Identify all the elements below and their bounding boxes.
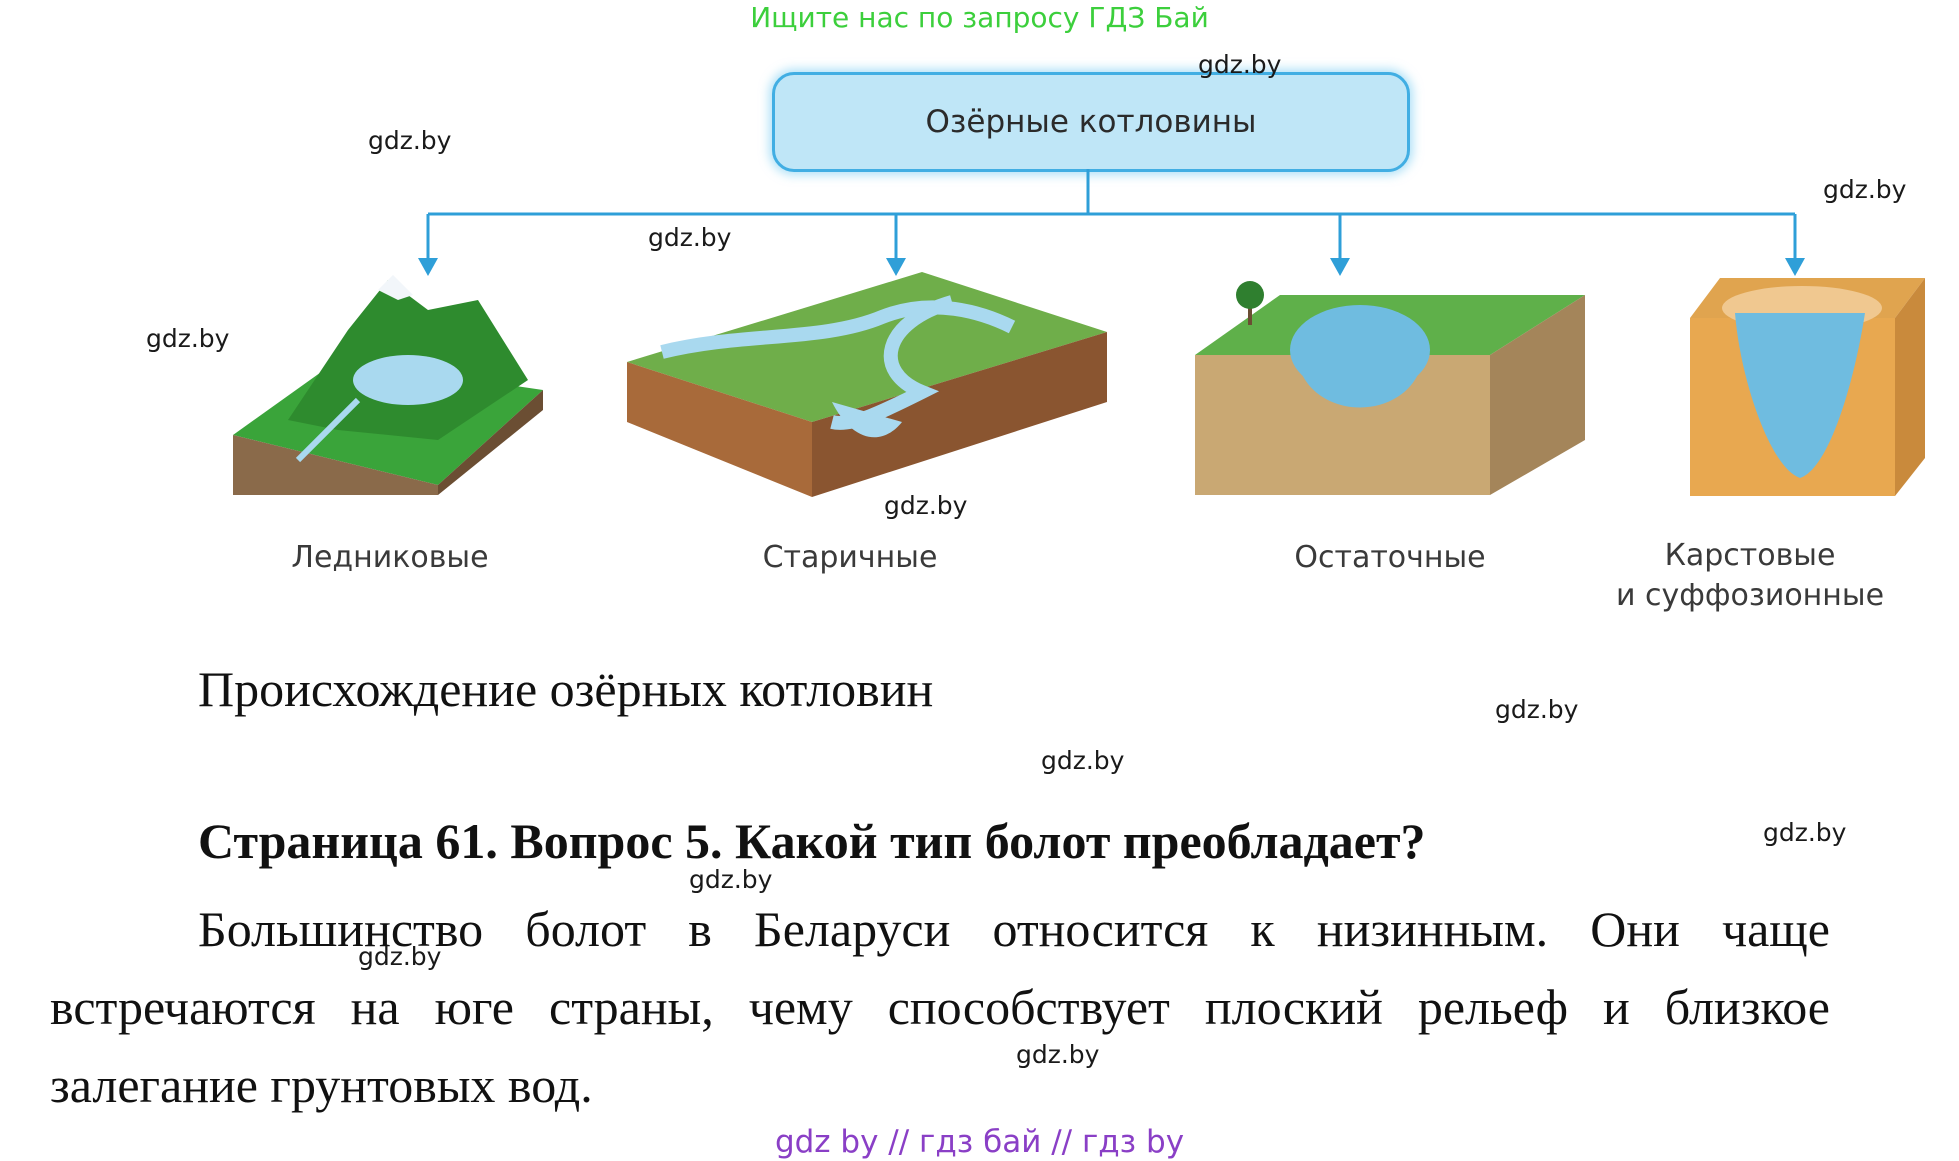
diagram-root-label: Озёрные котловины xyxy=(925,104,1257,140)
watermark: gdz.by xyxy=(1198,50,1282,79)
diagram-connectors xyxy=(418,169,1805,276)
watermark: gdz.by xyxy=(1763,818,1847,847)
watermark: gdz.by xyxy=(689,865,773,894)
watermark: gdz.by xyxy=(368,126,452,155)
category-label-oxbow: Старичные xyxy=(762,540,938,575)
search-banner: Ищите нас по запросу ГДЗ Бай xyxy=(750,1,1209,34)
answer-text: Большинство болот в Беларуси относится к… xyxy=(50,890,1830,1124)
watermark: gdz.by xyxy=(1823,175,1907,204)
question-heading: Страница 61. Вопрос 5. Какой тип болот п… xyxy=(198,813,1426,869)
watermark: gdz.by xyxy=(1041,746,1125,775)
category-label-glacial: Ледниковые xyxy=(291,540,489,575)
glacial-basin-illustration xyxy=(233,275,543,495)
diagram-root-box: Озёрные котловины xyxy=(772,72,1410,172)
category-label-karst: Карстовые и суффозионные xyxy=(1615,538,1885,613)
karst-basin-illustration xyxy=(1690,278,1925,496)
footer-links: gdz by // гдз бай // гдз by xyxy=(774,1124,1185,1160)
figure-caption: Происхождение озёрных котловин xyxy=(198,661,934,717)
watermark: gdz.by xyxy=(1495,695,1579,724)
watermark: gdz.by xyxy=(1016,1040,1100,1069)
answer-paragraph: Большинство болот в Беларуси относится к… xyxy=(50,901,1830,1113)
watermark: gdz.by xyxy=(146,324,230,353)
watermark: gdz.by xyxy=(358,942,442,971)
residual-basin-illustration xyxy=(1195,281,1585,495)
oxbow-basin-illustration xyxy=(627,272,1107,497)
watermark: gdz.by xyxy=(648,223,732,252)
category-label-residual: Остаточные xyxy=(1294,540,1486,575)
watermark: gdz.by xyxy=(884,491,968,520)
